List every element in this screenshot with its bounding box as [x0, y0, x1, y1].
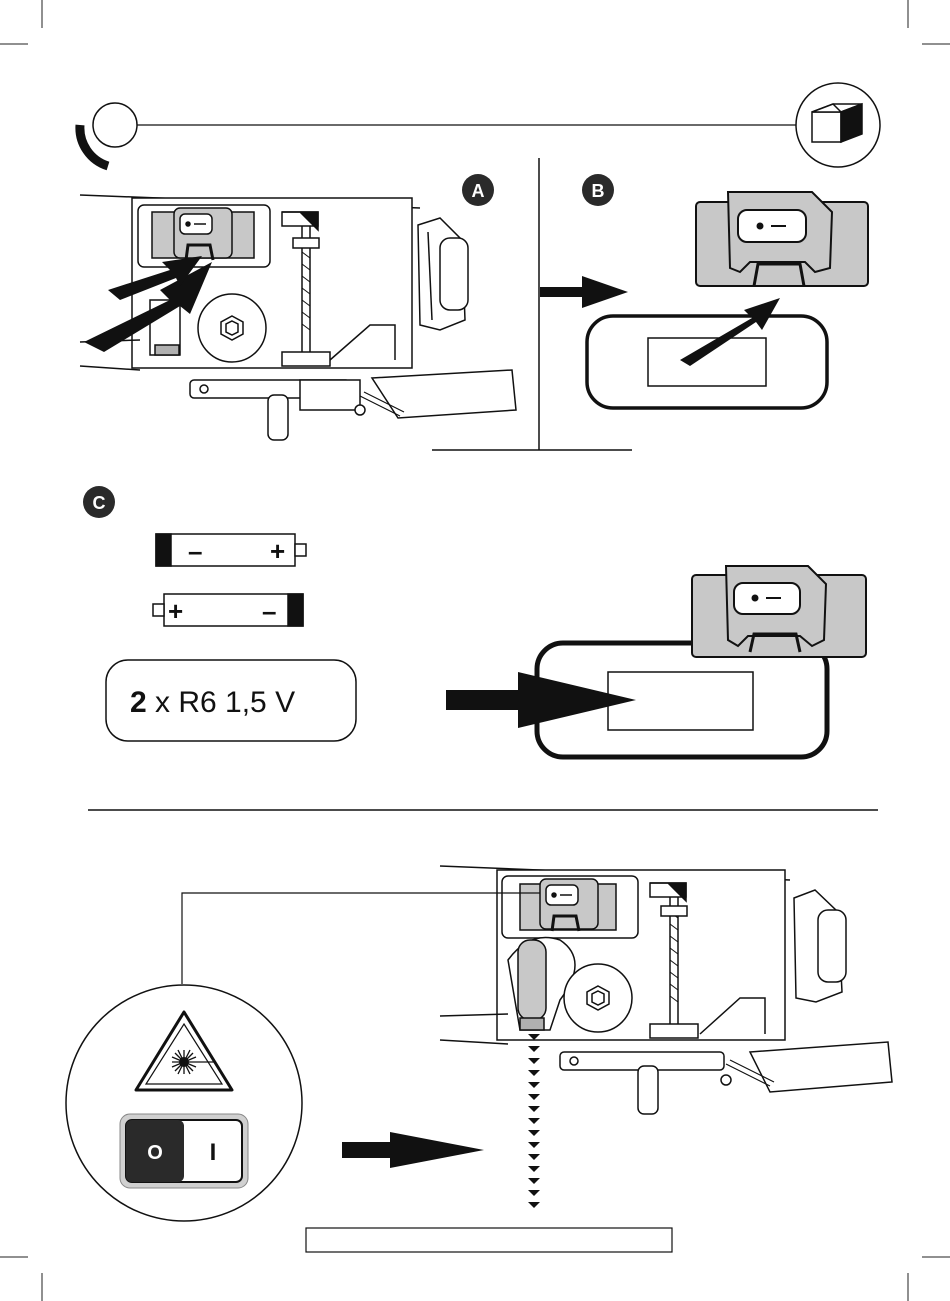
battery-cover-b — [696, 192, 868, 286]
battery-count: 2 — [130, 686, 147, 719]
step-badge-b: B — [582, 174, 614, 206]
arrow-icon — [540, 276, 628, 308]
svg-text:A: A — [472, 181, 485, 201]
switch-off-label: O — [147, 1142, 163, 1164]
arrow-icon — [342, 1132, 484, 1168]
leader-line — [182, 893, 540, 984]
svg-text:–: – — [262, 596, 276, 626]
tool-cube-icon — [812, 104, 862, 142]
svg-text:+: + — [270, 536, 285, 566]
page-header — [80, 83, 880, 167]
step-badge-c: C — [83, 486, 115, 518]
svg-text:2 x R6 1,5 V: 2 x R6 1,5 V — [130, 686, 295, 719]
battery-spec-box: 2 x R6 1,5 V — [106, 660, 356, 741]
svg-text:–: – — [188, 536, 202, 566]
battery-spec: x R6 1,5 V — [147, 686, 295, 719]
switch-on-label: I — [210, 1139, 217, 1166]
page-number-circle — [93, 103, 137, 147]
battery-cover-c — [692, 566, 866, 657]
label-box — [306, 1228, 672, 1252]
step-badge-a: A — [462, 174, 494, 206]
svg-text:B: B — [592, 181, 605, 201]
svg-text:C: C — [93, 493, 106, 513]
tool-illustration-bottom — [440, 866, 892, 1114]
laser-beam — [528, 1034, 540, 1208]
zoom-circle: O I — [66, 985, 302, 1221]
svg-text:+: + — [168, 596, 183, 626]
battery-icon: – + — [156, 534, 306, 566]
battery-icon: + – — [153, 594, 303, 626]
rocker-switch-icon: O I — [120, 1114, 248, 1188]
battery-compartment-b — [587, 316, 827, 408]
